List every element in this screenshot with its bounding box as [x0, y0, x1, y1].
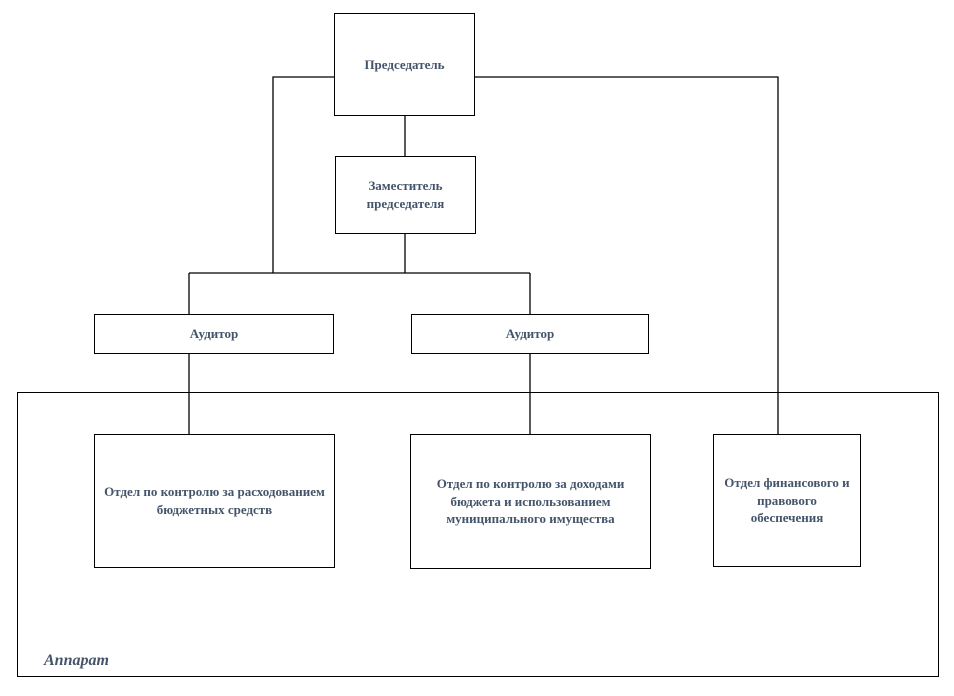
- node-dept-revenue-property-control: Отдел по контролю за доходами бюджета и …: [410, 434, 651, 569]
- node-dept-expenditure-control-label: Отдел по контролю за расходованием бюдже…: [104, 484, 325, 517]
- node-auditor-right: Аудитор: [411, 314, 649, 354]
- connector-chairman-right-branch: [475, 76, 779, 434]
- node-auditor-right-label: Аудитор: [505, 326, 555, 342]
- node-auditor-left: Аудитор: [94, 314, 334, 354]
- apparatus-group-box: [17, 392, 939, 677]
- node-deputy-chairman: Заместитель председателя: [335, 156, 476, 234]
- node-dept-revenue-property-control-label: Отдел по контролю за доходами бюджета и …: [436, 476, 625, 527]
- node-chairman: Председатель: [334, 13, 475, 116]
- node-deputy-chairman-label: Заместитель председателя: [366, 178, 445, 211]
- node-chairman-label: Председатель: [364, 56, 445, 72]
- node-dept-finance-legal-label: Отдел финансового и правового обеспечени…: [724, 475, 850, 526]
- node-dept-expenditure-control: Отдел по контролю за расходованием бюдже…: [94, 434, 335, 568]
- node-auditor-left-label: Аудитор: [189, 326, 239, 342]
- apparatus-group-label: Аппарат: [44, 652, 109, 669]
- connector-chairman-left-branch: [272, 76, 334, 273]
- node-dept-finance-legal: Отдел финансового и правового обеспечени…: [713, 434, 861, 567]
